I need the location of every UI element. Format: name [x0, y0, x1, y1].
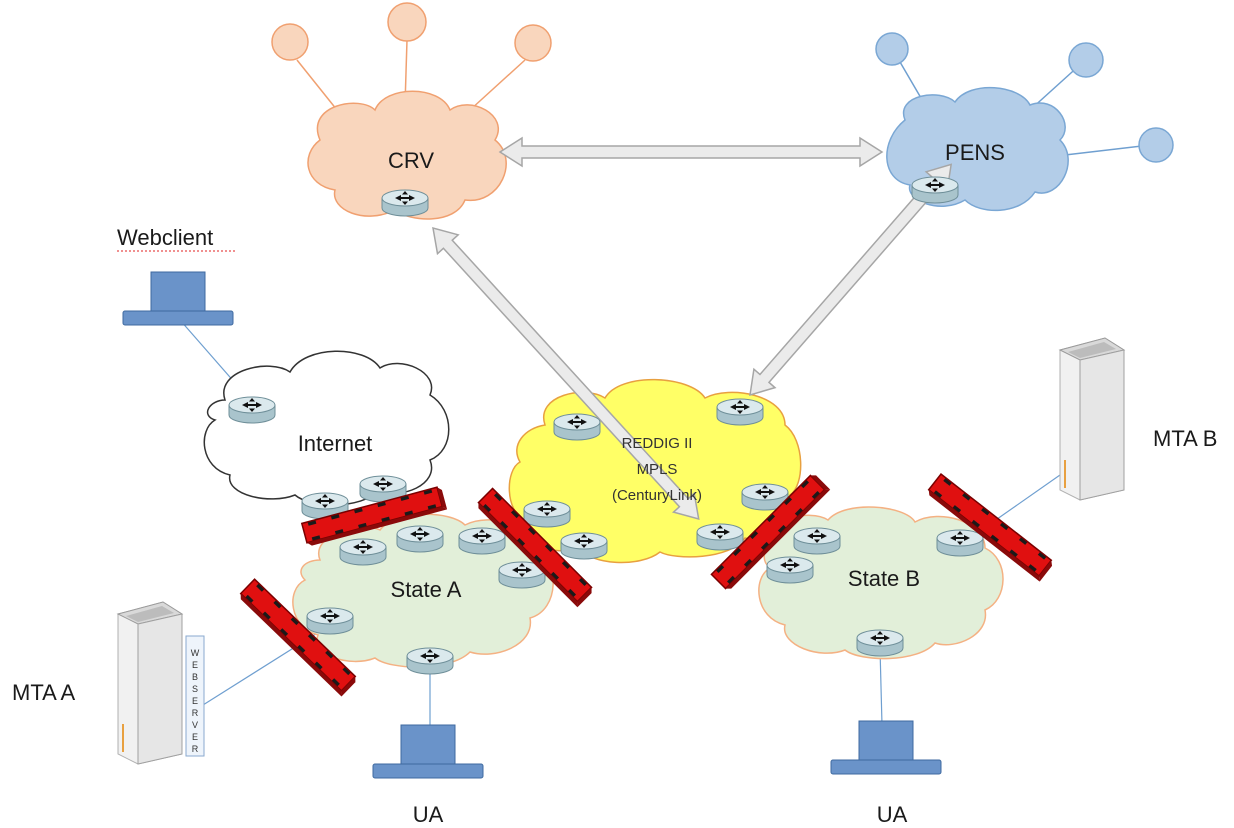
pens-satellites: [875, 32, 1174, 163]
crv-node: [514, 24, 552, 62]
router-icon: [911, 176, 959, 204]
mta-a-server-icon: [117, 601, 183, 765]
router-icon: [560, 532, 608, 560]
router-icon: [553, 413, 601, 441]
router-icon: [936, 529, 984, 557]
router-icon: [406, 647, 454, 675]
router-icon: [228, 396, 276, 424]
router-icon: [396, 525, 444, 553]
arrow-crv-reddig: [432, 226, 700, 520]
ua-right-terminal-icon: [830, 720, 942, 775]
webserver-letter: E: [192, 696, 198, 706]
crv-cloud: [307, 90, 507, 220]
router-icon: [458, 527, 506, 555]
crv-node: [387, 2, 427, 42]
webclient-terminal-icon: [122, 271, 234, 326]
reddig-label-line3: (CenturyLink): [612, 487, 702, 504]
router-icon: [306, 607, 354, 635]
internet-cloud: [203, 350, 450, 506]
mta-b-server-icon: [1059, 337, 1125, 501]
pens-node: [875, 32, 909, 66]
pens-node: [1068, 42, 1104, 78]
webserver-letter: R: [192, 708, 199, 718]
pens-node: [1138, 127, 1174, 163]
ua-left-label: UA: [413, 802, 444, 827]
router-icon: [856, 629, 904, 657]
webserver-letter: E: [192, 732, 198, 742]
webserver-letter: R: [192, 744, 199, 754]
router-icon: [381, 189, 429, 217]
crv-node: [271, 23, 309, 61]
pens-label: PENS: [945, 140, 1005, 165]
router-icon: [523, 500, 571, 528]
webserver-letter: B: [192, 672, 198, 682]
router-icon: [339, 538, 387, 566]
webclient-label: Webclient: [117, 225, 213, 250]
ua-left-terminal-icon: [372, 724, 484, 779]
router-icon: [696, 523, 744, 551]
webserver-letter: V: [192, 720, 198, 730]
reddig-label-line1: REDDIG II: [622, 435, 693, 452]
internet-label: Internet: [298, 431, 373, 456]
mta-b-label: MTA B: [1153, 426, 1217, 451]
webserver-letter: S: [192, 684, 198, 694]
webserver-letter: E: [192, 660, 198, 670]
webserver-letter: W: [191, 648, 200, 658]
crv-label: CRV: [388, 148, 434, 173]
router-icon: [793, 527, 841, 555]
mta-a-label: MTA A: [12, 680, 75, 705]
ua-right-label: UA: [877, 802, 908, 827]
router-icon: [716, 398, 764, 426]
state-b-label: State B: [848, 566, 920, 591]
router-icon: [766, 556, 814, 584]
state-a-label: State A: [391, 577, 462, 602]
reddig-label-line2: MPLS: [637, 461, 678, 478]
arrow-crv-pens: [498, 136, 884, 168]
crv-satellites: [271, 2, 552, 62]
